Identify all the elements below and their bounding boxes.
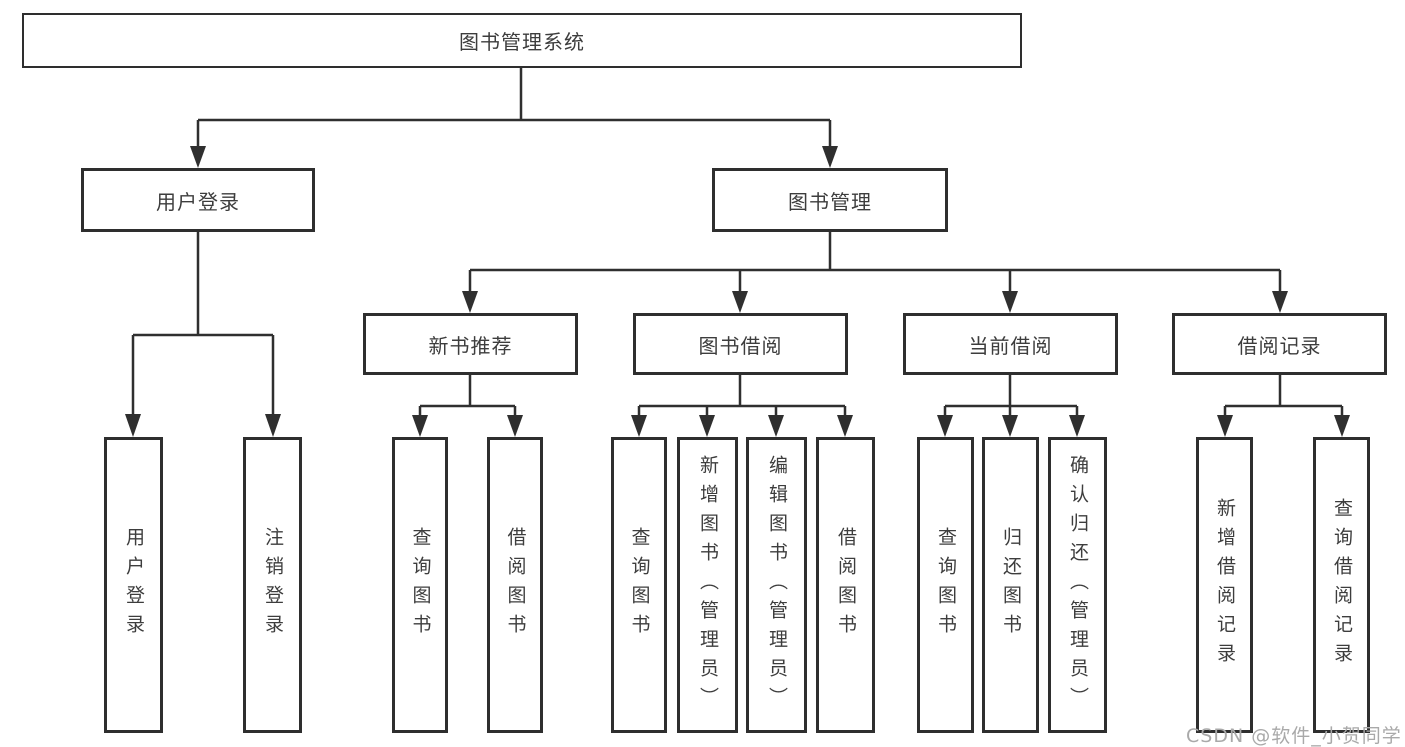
leaf-query-books-borrow: 查询图书: [611, 437, 667, 733]
leaf-query-borrow-record: 查询借阅记录: [1313, 437, 1370, 733]
leaf-edit-books-admin: 编辑图书（管理员）: [746, 437, 807, 733]
leaf-borrow-books: 借阅图书: [816, 437, 875, 733]
leaf-borrow-books-recommend: 借阅图书: [487, 437, 543, 733]
node-label: 新书推荐: [428, 333, 513, 358]
node-book-borrow: 图书借阅: [633, 313, 848, 375]
leaf-add-borrow-record: 新增借阅记录: [1196, 437, 1253, 733]
node-label: 图书管理: [788, 189, 872, 214]
leaf-label: 用户登录: [123, 527, 145, 643]
leaf-label: 借阅图书: [835, 527, 857, 643]
leaf-query-books-current: 查询图书: [917, 437, 974, 733]
leaf-label: 借阅图书: [504, 527, 527, 643]
node-label: 图书借阅: [698, 333, 783, 358]
csdn-watermark: CSDN @软件_小贺同学: [1186, 725, 1402, 747]
leaf-label: 查询图书: [935, 527, 957, 643]
leaf-user-login: 用户登录: [104, 437, 163, 733]
leaf-return-books: 归还图书: [982, 437, 1039, 733]
leaf-label: 归还图书: [1000, 527, 1022, 643]
node-new-book-recommend: 新书推荐: [363, 313, 578, 375]
leaf-logout: 注销登录: [243, 437, 302, 733]
leaf-label: 查询图书: [409, 527, 432, 643]
node-label: 图书管理系统: [459, 30, 585, 54]
leaf-label: 查询借阅记录: [1331, 498, 1353, 672]
node-book-management: 图书管理: [712, 168, 948, 232]
node-label: 用户登录: [156, 189, 240, 214]
leaf-query-books-recommend: 查询图书: [392, 437, 448, 733]
leaf-label: 新增图书（管理员）: [697, 454, 719, 716]
node-label: 借阅记录: [1237, 333, 1322, 358]
node-user-login: 用户登录: [81, 168, 315, 232]
leaf-label: 查询图书: [628, 527, 651, 643]
leaf-label: 确认归还（管理员）: [1067, 454, 1089, 716]
node-system-root: 图书管理系统: [22, 13, 1022, 68]
leaf-label: 注销登录: [262, 527, 284, 643]
node-current-borrow: 当前借阅: [903, 313, 1118, 375]
leaf-label: 编辑图书（管理员）: [766, 454, 788, 716]
leaf-add-books-admin: 新增图书（管理员）: [677, 437, 738, 733]
leaf-label: 新增借阅记录: [1214, 498, 1236, 672]
leaf-confirm-return-admin: 确认归还（管理员）: [1048, 437, 1107, 733]
node-borrow-records: 借阅记录: [1172, 313, 1387, 375]
node-label: 当前借阅: [968, 333, 1053, 358]
